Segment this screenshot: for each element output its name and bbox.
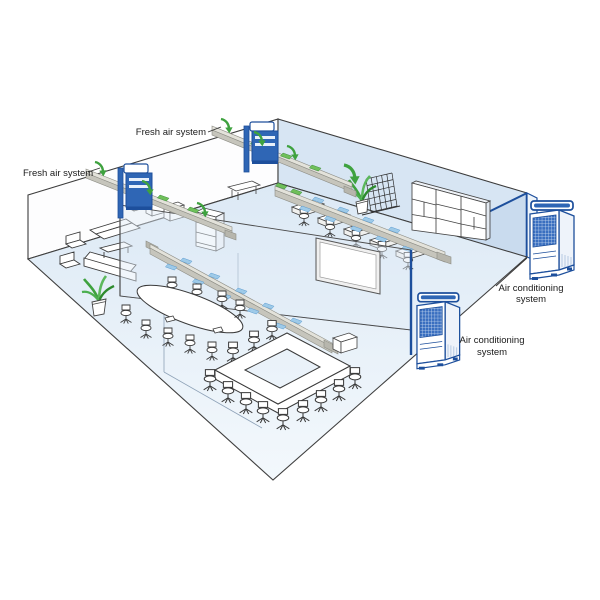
leader-fresh-air-1 bbox=[207, 126, 222, 133]
coffee-table bbox=[98, 241, 134, 258]
leader-ac-1 bbox=[495, 257, 528, 287]
label-ac-1-line2: system bbox=[516, 294, 546, 305]
lounge-sofa-set bbox=[58, 218, 142, 282]
fresh-air-unit-1 bbox=[243, 121, 279, 173]
label-fresh-air-2: Fresh air system bbox=[23, 168, 93, 179]
podium-cabinet bbox=[331, 332, 359, 354]
label-ac-2-line2: system bbox=[477, 347, 507, 358]
potted-plant-lounge bbox=[81, 275, 115, 317]
whiteboard bbox=[315, 237, 381, 295]
label-ac-1-line1: Air conditioning bbox=[499, 283, 564, 294]
ceiling-duct-middle bbox=[274, 182, 452, 265]
outdoor-ac-unit-2 bbox=[416, 292, 461, 371]
label-ac-2-line1: Air conditioning bbox=[460, 335, 525, 346]
u-shaped-conference-table bbox=[203, 320, 362, 431]
fresh-air-unit-2 bbox=[117, 163, 153, 219]
side-table bbox=[226, 180, 262, 200]
annotations: Fresh air system Fresh air system Air co… bbox=[23, 126, 564, 358]
leader-fresh-air-2 bbox=[87, 167, 101, 173]
trellis-partition bbox=[361, 172, 401, 216]
outdoor-ac-unit-1 bbox=[529, 200, 575, 281]
oval-conference-table bbox=[120, 276, 246, 362]
label-fresh-air-1: Fresh air system bbox=[136, 127, 206, 138]
bookshelf bbox=[410, 180, 492, 241]
